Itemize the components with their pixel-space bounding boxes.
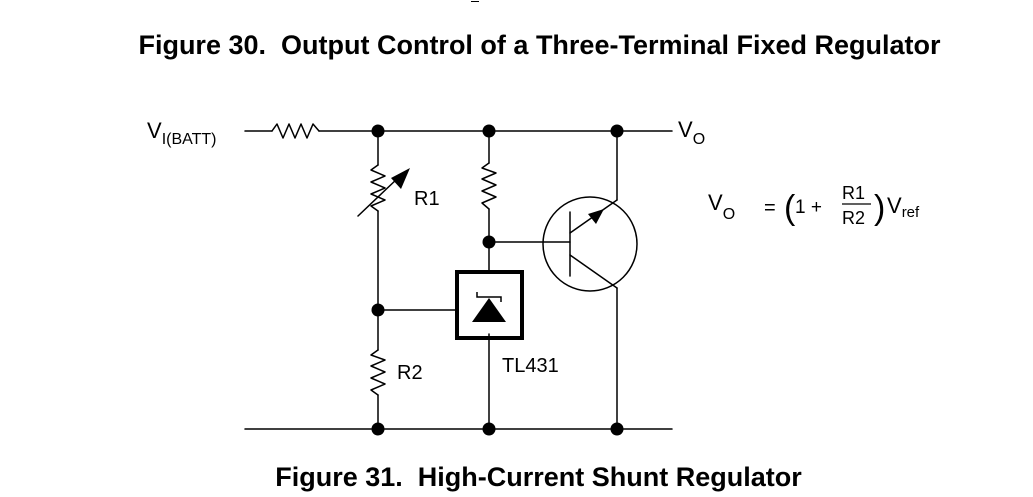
- r1-adjust-arrow: [357, 177, 399, 217]
- tl431-package: [455, 270, 524, 340]
- junction-dots: [371, 124, 624, 436]
- junction-dot: [610, 422, 624, 436]
- junction-dot: [371, 124, 385, 138]
- r1-arrowhead: [391, 168, 410, 189]
- equation-equals: =: [764, 197, 776, 219]
- r2-resistor: [370, 349, 386, 396]
- junction-dot: [482, 422, 496, 436]
- junction-dot: [482, 235, 496, 249]
- series-resistor: [271, 123, 320, 139]
- r1-label: R1: [414, 188, 440, 210]
- r2-label: R2: [397, 362, 423, 384]
- junction-dot: [482, 124, 496, 138]
- gain-equation: VO = ( 1 + R1 R2 ) Vref: [708, 183, 920, 228]
- transistor-body: [542, 196, 638, 292]
- equation-lhs: VO: [708, 190, 735, 223]
- tl431-label: TL431: [502, 355, 559, 377]
- junction-dot: [610, 124, 624, 138]
- emitter-arrowhead: [588, 209, 604, 224]
- r1-resistor: [370, 164, 386, 212]
- junction-dot: [371, 422, 385, 436]
- figure-30-caption: Figure 30. Output Control of a Three-Ter…: [138, 30, 941, 60]
- bias-resistor: [481, 162, 497, 210]
- transistor-collector: [569, 254, 618, 289]
- equation-rhs: Vref: [887, 193, 920, 221]
- tl431-diode-symbol: [472, 298, 506, 322]
- equation-one-plus: 1 +: [795, 197, 822, 218]
- junction-dot: [371, 303, 385, 317]
- figure-31-caption: Figure 31. High-Current Shunt Regulator: [275, 462, 802, 492]
- vin-label: VI(BATT): [147, 118, 217, 148]
- equation-numerator: R1: [842, 183, 865, 203]
- page-marker: [471, 1, 479, 2]
- vo-label: VO: [678, 117, 705, 148]
- equation-left-paren: (: [784, 189, 796, 227]
- equation-denominator: R2: [842, 208, 865, 228]
- equation-right-paren: ): [874, 189, 885, 227]
- tl431-cathode-bar: [476, 292, 502, 302]
